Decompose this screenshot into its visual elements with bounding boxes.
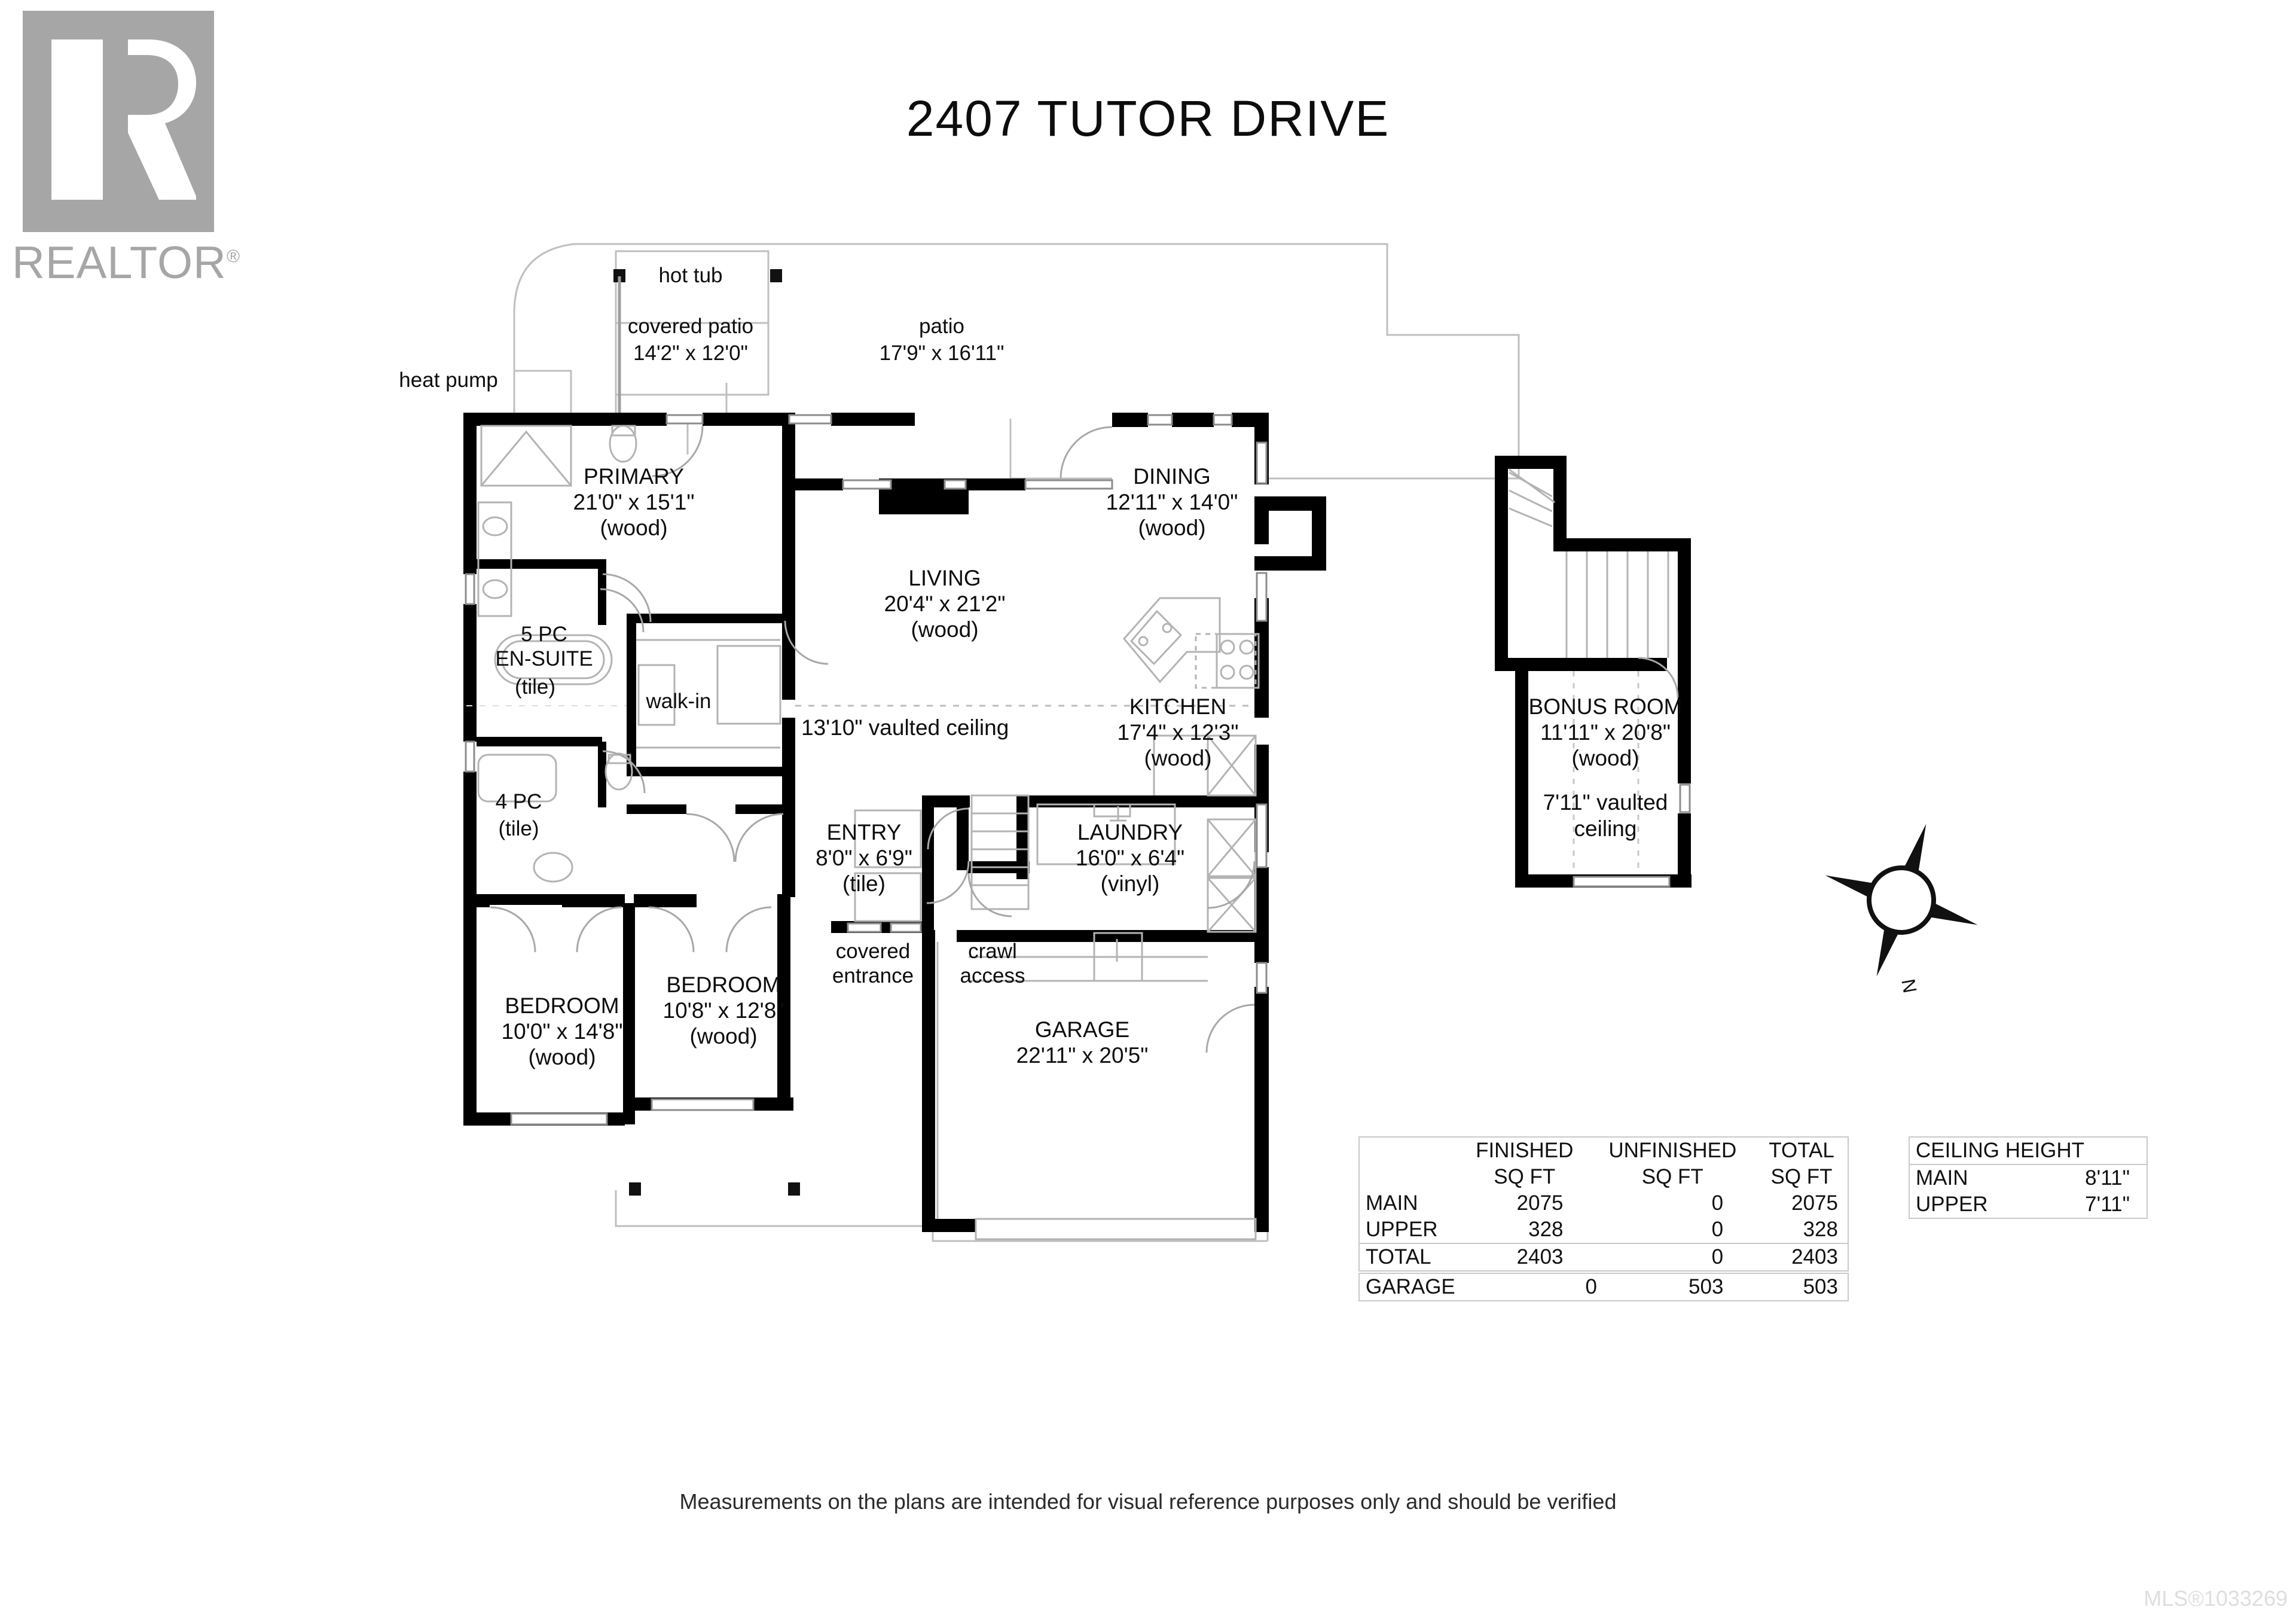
mls-identifier: MLS®1033269: [2144, 1586, 2288, 1611]
room-label-bedroom1-name: BEDROOM: [505, 993, 619, 1018]
sqft-hdr-total: TOTAL: [1769, 1139, 1834, 1162]
room-label-ensuite-name: 5 PC EN-SUITE: [495, 623, 593, 671]
label-hot-tub: hot tub: [658, 264, 723, 287]
label-patio-name: patio: [919, 315, 964, 338]
room-label-entry-material: (tile): [842, 871, 886, 896]
label-covered-patio-name: covered patio: [627, 315, 754, 338]
room-label-kitchen-name: KITCHEN: [1129, 694, 1227, 719]
sqft-row-total-finished: 2403: [1459, 1243, 1590, 1271]
ceiling-row-main-label: MAIN: [1916, 1166, 1968, 1190]
realtor-logo: REALTOR®: [12, 11, 263, 298]
room-label-garage-name: GARAGE: [1034, 1017, 1130, 1042]
room-label-laundry-dims: 16'0" x 6'4": [1075, 846, 1185, 870]
room-label-bath4pc-name: 4 PC: [495, 790, 542, 813]
garage-row-finished: 0: [1585, 1275, 1597, 1298]
table-subheader-row: SQ FT SQ FT SQ FT: [1359, 1164, 1848, 1190]
room-label-bonus-name: BONUS ROOM: [1528, 694, 1683, 719]
sqft-row-upper-finished: 328: [1528, 1218, 1564, 1241]
room-label-bedroom2-name: BEDROOM: [666, 972, 781, 997]
page-title: 2407 TUTOR DRIVE: [906, 90, 1390, 147]
label-main-vaulted-ceiling: 13'10" vaulted ceiling: [801, 715, 1009, 740]
room-label-living-name: LIVING: [908, 566, 981, 590]
label-bonus-vaulted-ceiling: 7'11" vaulted ceiling: [1543, 790, 1668, 841]
ceiling-table-title: CEILING HEIGHT: [1909, 1137, 2147, 1165]
sqft-hdr-unfinished: UNFINISHED: [1608, 1139, 1737, 1162]
room-label-laundry-material: (vinyl): [1100, 871, 1160, 896]
table-row: UPPER 7'11": [1909, 1191, 2147, 1218]
compass-rose-icon: [1825, 824, 1978, 977]
logo-r-glyph-icon: [112, 39, 196, 200]
room-label-primary-name: PRIMARY: [584, 464, 684, 489]
sqft-row-upper-label: UPPER: [1366, 1218, 1438, 1241]
room-label-bedroom2-material: (wood): [689, 1024, 758, 1048]
sqft-row-main-unfinished: 0: [1711, 1191, 1724, 1215]
realtor-wordmark: REALTOR®: [12, 237, 241, 288]
sqft-hdr-blank1: [1359, 1137, 1460, 1164]
room-label-primary-material: (wood): [600, 516, 668, 540]
fixtures-linework: [465, 269, 1268, 1240]
room-label-dining-dims: 12'11" x 14'0": [1106, 490, 1238, 514]
table-row: TOTAL 2403 0 2403: [1359, 1243, 1848, 1271]
sqft-row-main-total: 2075: [1791, 1191, 1838, 1215]
sqft-hdr-total-unit: SQ FT: [1770, 1165, 1833, 1188]
room-label-entry-dims: 8'0" x 6'9": [816, 846, 912, 870]
table-header-row: FINISHED UNFINISHED TOTAL: [1359, 1137, 1848, 1164]
table-row: GARAGE 0 503 503: [1359, 1273, 1848, 1301]
label-patio-dims: 17'9" x 16'11": [879, 342, 1004, 365]
sqft-row-total-label: TOTAL: [1359, 1243, 1460, 1271]
label-covered-entrance: covered entrance: [832, 940, 914, 988]
sqft-row-total-unfinished: 0: [1589, 1243, 1756, 1271]
logo-left-bar: [51, 39, 103, 200]
disclaimer-text: Measurements on the plans are intended f…: [679, 1489, 1617, 1514]
room-label-living-dims: 20'4" x 21'2": [884, 592, 1006, 616]
label-crawl-access: crawl access: [960, 940, 1025, 988]
ceiling-row-main-value: 8'11": [2085, 1166, 2130, 1190]
bonus-room-fixtures: [1509, 468, 1691, 888]
sqft-hdr-finished-unit: SQ FT: [1494, 1165, 1556, 1188]
sqft-hdr-finished: FINISHED: [1476, 1139, 1574, 1162]
room-label-kitchen-material: (wood): [1144, 746, 1212, 770]
realtor-r-mark-icon: [23, 11, 214, 232]
room-label-walkin: walk-in: [646, 690, 712, 713]
table-row: MAIN 8'11": [1909, 1164, 2147, 1191]
room-label-bonus-dims: 11'11" x 20'8": [1540, 720, 1671, 745]
sqft-row-main-label: MAIN: [1366, 1191, 1418, 1215]
room-label-dining-name: DINING: [1133, 464, 1211, 489]
table-header-row: CEILING HEIGHT: [1909, 1137, 2147, 1165]
sqft-row-total-total: 2403: [1755, 1243, 1848, 1271]
sqft-row-upper-total: 328: [1803, 1218, 1838, 1241]
room-label-bath4pc-material: (tile): [498, 817, 539, 840]
sqft-hdr-unfinished-unit: SQ FT: [1641, 1165, 1703, 1188]
room-label-entry-name: ENTRY: [826, 820, 902, 844]
room-label-laundry-name: LAUNDRY: [1077, 820, 1183, 844]
square-footage-table: FINISHED UNFINISHED TOTAL SQ FT SQ FT SQ…: [1358, 1136, 1849, 1272]
ceiling-row-upper-value: 7'11": [2085, 1193, 2130, 1216]
room-label-living-material: (wood): [911, 617, 979, 642]
room-label-garage-dims: 22'11" x 20'5": [1016, 1043, 1149, 1068]
sqft-row-upper-unfinished: 0: [1711, 1218, 1724, 1241]
sqft-row-main-finished: 2075: [1516, 1191, 1564, 1215]
garage-row-total: 503: [1803, 1275, 1838, 1298]
room-label-bedroom2-dims: 10'8" x 12'8": [662, 998, 784, 1023]
sqft-hdr-blank2: [1359, 1164, 1460, 1190]
room-label-bedroom1-dims: 10'0" x 14'8": [501, 1019, 623, 1044]
label-heat-pump: heat pump: [399, 368, 498, 392]
table-row: UPPER 328 0 328: [1359, 1216, 1848, 1243]
garage-row-unfinished: 503: [1689, 1275, 1724, 1298]
garage-row-label: GARAGE: [1366, 1275, 1455, 1298]
exterior-outlines: [513, 243, 1520, 1242]
ceiling-height-table: CEILING HEIGHT MAIN 8'11" UPPER 7'11": [1909, 1136, 2148, 1219]
garage-area-table: GARAGE 0 503 503: [1358, 1273, 1849, 1301]
ceiling-row-upper-label: UPPER: [1916, 1193, 1988, 1216]
table-row: MAIN 2075 0 2075: [1359, 1190, 1848, 1216]
label-covered-patio-dims: 14'2" x 12'0": [633, 342, 748, 365]
room-label-bonus-material: (wood): [1571, 746, 1639, 770]
room-label-dining-material: (wood): [1138, 516, 1206, 540]
room-label-bedroom1-material: (wood): [528, 1045, 596, 1069]
room-label-kitchen-dims: 17'4" x 12'3": [1117, 720, 1239, 745]
room-label-ensuite-material: (tile): [514, 675, 556, 699]
room-label-primary-dims: 21'0" x 15'1": [573, 490, 695, 514]
